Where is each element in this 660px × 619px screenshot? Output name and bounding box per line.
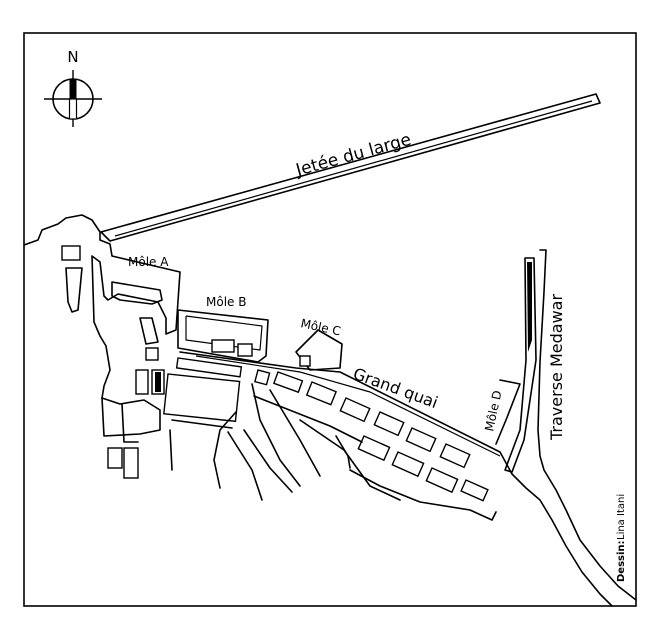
credit-prefix: Dessin:: [616, 540, 627, 582]
coastline-west: [23, 214, 181, 399]
mole-b-inner: [185, 315, 263, 351]
label-mole-b: Môle B: [206, 295, 246, 309]
building-block: [61, 245, 81, 261]
credit-author: Lina Itani: [616, 494, 627, 540]
compass-north-letter: N: [67, 48, 78, 66]
building-block: [299, 355, 311, 367]
coastline-east-2: [511, 473, 613, 607]
label-mole-c: Môle C: [299, 316, 342, 338]
street-network: [101, 383, 497, 521]
label-mole-d: Môle D: [482, 389, 504, 432]
grand-quai-inner: [195, 355, 501, 457]
city-blocks: [107, 357, 489, 502]
label-mole-a: Môle A: [128, 255, 169, 269]
building-block: [145, 347, 159, 361]
mole-a-pier: [111, 281, 163, 305]
building-block: [237, 343, 253, 357]
coastline-east: [537, 249, 637, 601]
map-frame: [23, 32, 637, 607]
traverse-medawar-pier: [504, 257, 537, 473]
mole-d-pier: [495, 379, 521, 445]
grand-quai-edge: [179, 351, 513, 475]
label-traverse-medawar: Traverse Medawar: [547, 294, 566, 441]
breakwater-jetee: [100, 93, 601, 242]
building-block: [65, 267, 83, 313]
building-block: [211, 339, 235, 353]
building-block: [139, 317, 159, 345]
compass-rose-icon: [44, 70, 102, 127]
mole-b-pier: [177, 309, 269, 363]
mole-c-pier: [295, 329, 343, 371]
traverse-medawar-dark: [527, 262, 532, 352]
